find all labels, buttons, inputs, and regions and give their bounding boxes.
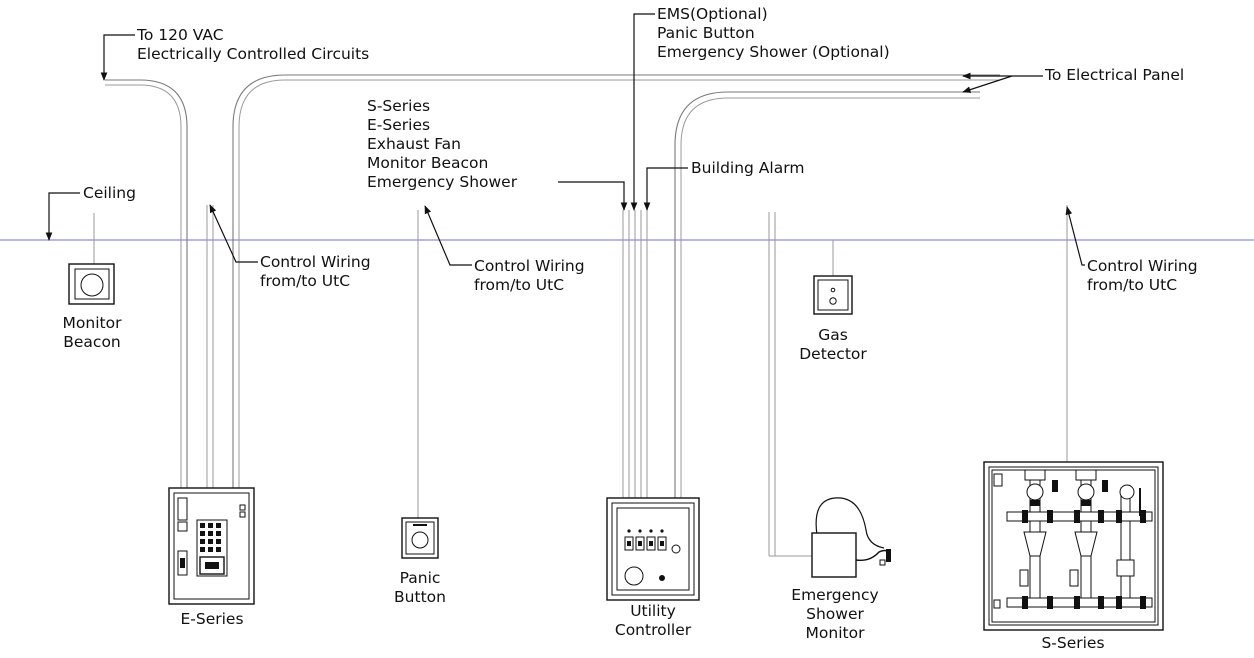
- wire-to-electrical-panel: [674, 91, 980, 498]
- monitor-beacon-device: [68, 263, 115, 305]
- label-ceiling: Ceiling: [83, 184, 136, 202]
- utility-controller-device: [606, 497, 700, 601]
- label-cw-right-line1: Control Wiring: [1087, 257, 1198, 275]
- label-series-outputs: S-Series E-Series Exhaust Fan Monitor Be…: [367, 97, 517, 192]
- wire-utility-controller-bundle: [622, 210, 648, 498]
- label-s-series: S-Series: [1041, 634, 1105, 652]
- label-em-shower-line1: Emergency: [791, 586, 879, 604]
- label-cw-left-line1: Control Wiring: [260, 253, 371, 271]
- label-ems-inputs: EMS(Optional) Panic Button Emergency Sho…: [657, 5, 890, 62]
- label-panic-button-line2: Button: [394, 588, 446, 606]
- label-to-120vac-line2: Electrically Controlled Circuits: [137, 45, 370, 63]
- wire-eseries-control: [206, 205, 214, 490]
- s-series-cabinet: [983, 461, 1164, 631]
- label-gas-detector: Gas Detector: [783, 326, 883, 364]
- label-monitor-beacon-line1: Monitor: [62, 314, 122, 332]
- label-control-wiring-left: Control Wiring from/to UtC: [260, 253, 371, 291]
- leader-lines: [45, 13, 1085, 266]
- label-ems-line2: Panic Button: [657, 24, 755, 42]
- label-series-line2: E-Series: [367, 116, 431, 134]
- label-to-120vac-line1: To 120 VAC: [137, 26, 224, 44]
- label-em-shower-line2: Shower: [806, 605, 864, 623]
- label-cw-mid-line1: Control Wiring: [474, 257, 585, 275]
- panic-button-device: [401, 517, 439, 559]
- label-series-line3: Exhaust Fan: [367, 135, 462, 153]
- label-series-line5: Emergency Shower: [367, 173, 518, 191]
- label-em-shower-line3: Monitor: [805, 624, 865, 642]
- emergency-shower-monitor-device: [811, 497, 891, 578]
- label-panic-button-line1: Panic: [399, 569, 441, 587]
- label-e-series: E-Series: [180, 610, 244, 628]
- label-monitor-beacon: Monitor Beacon: [52, 314, 132, 352]
- gas-detector-device: [813, 275, 853, 315]
- label-emergency-shower-monitor: Emergency Shower Monitor: [775, 586, 895, 643]
- label-control-wiring-right: Control Wiring from/to UtC: [1087, 257, 1198, 295]
- label-utility-controller-line1: Utility: [630, 602, 676, 620]
- label-ems-line3: Emergency Shower (Optional): [657, 43, 890, 61]
- label-gas-detector-line1: Gas: [818, 326, 848, 344]
- label-utility-controller: Utility Controller: [600, 602, 706, 640]
- label-ems-line1: EMS(Optional): [657, 5, 768, 23]
- label-building-alarm: Building Alarm: [691, 159, 805, 177]
- wire-emergency-shower: [768, 212, 812, 557]
- label-monitor-beacon-line2: Beacon: [63, 333, 121, 351]
- label-cw-left-line2: from/to UtC: [260, 272, 351, 290]
- label-panic-button: Panic Button: [385, 569, 455, 607]
- label-gas-detector-line2: Detector: [799, 345, 867, 363]
- label-series-line4: Monitor Beacon: [367, 154, 489, 172]
- e-series-panel: [168, 487, 255, 605]
- label-series-line1: S-Series: [367, 97, 431, 115]
- label-cw-mid-line2: from/to UtC: [474, 276, 565, 294]
- wire-to-120vac: [105, 74, 1000, 490]
- label-cw-right-line2: from/to UtC: [1087, 276, 1178, 294]
- label-to-electrical-panel: To Electrical Panel: [1045, 66, 1185, 84]
- label-control-wiring-middle: Control Wiring from/to UtC: [474, 257, 585, 295]
- label-to-120vac: To 120 VAC Electrically Controlled Circu…: [137, 26, 369, 64]
- label-utility-controller-line2: Controller: [614, 621, 692, 639]
